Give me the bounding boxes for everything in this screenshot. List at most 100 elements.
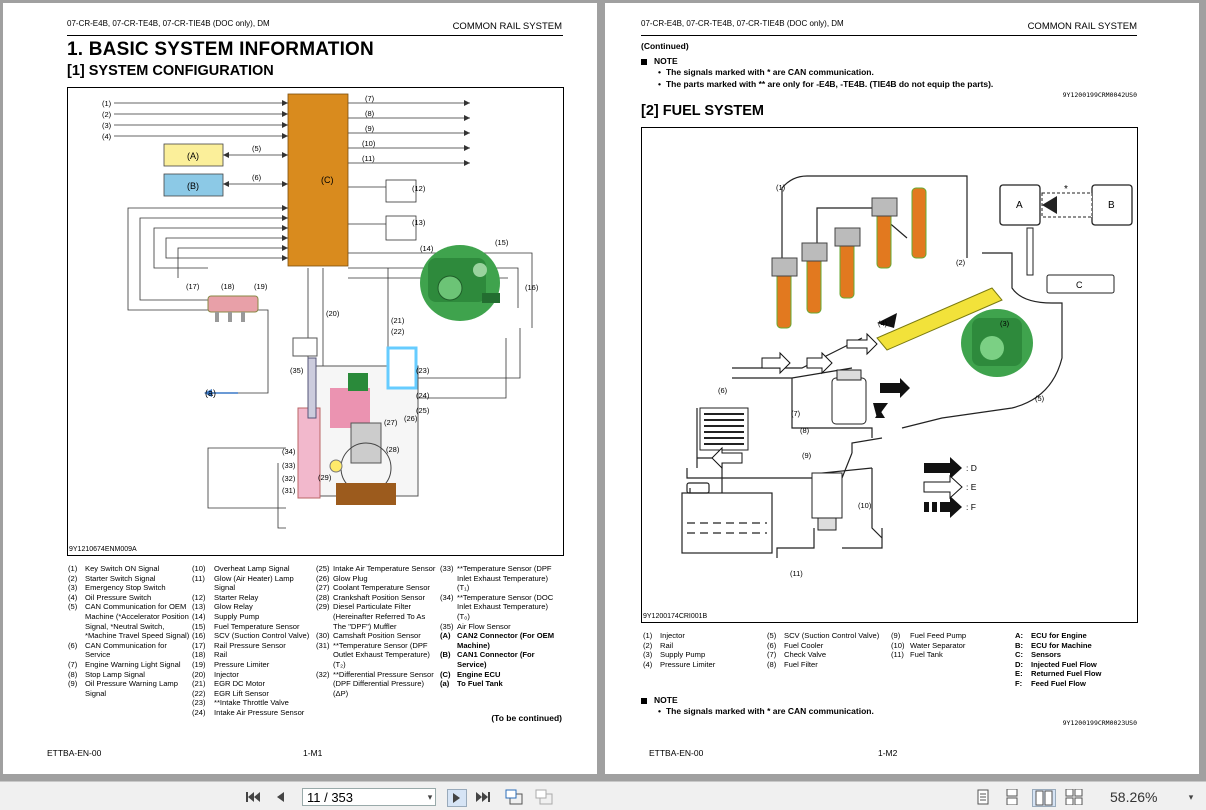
label-6: (6) xyxy=(718,386,728,395)
next-page-icon[interactable] xyxy=(447,789,467,807)
label-3: (3) xyxy=(1000,319,1010,328)
header-title: COMMON RAIL SYSTEM xyxy=(452,21,562,32)
fuel-system-diagram: A B C * (1) (2) (3) (4) (5) (6) (7) (8) … xyxy=(641,127,1138,623)
supply-pump-picture xyxy=(961,309,1033,377)
prev-page-icon[interactable] xyxy=(273,789,287,805)
label-15: (15) xyxy=(495,238,509,247)
first-page-icon[interactable] xyxy=(244,789,262,805)
label-17: (17) xyxy=(186,282,200,291)
label-c: (C) xyxy=(321,175,334,185)
label-10: (10) xyxy=(858,501,872,510)
flow-f-label: : F xyxy=(966,502,976,512)
note-square-icon xyxy=(641,58,647,65)
rail-picture xyxy=(207,295,259,322)
header-models: 07-CR-E4B, 07-CR-TE4B, 07-CR-TIE4B (DOC … xyxy=(67,19,270,28)
fuel-cooler-picture xyxy=(699,407,749,451)
label-2: (2) xyxy=(956,258,966,267)
label-23: (23) xyxy=(416,366,430,375)
right-page: 07-CR-E4B, 07-CR-TE4B, 07-CR-TIE4B (DOC … xyxy=(605,3,1199,774)
zoom-dropdown-icon[interactable]: ▾ xyxy=(1188,791,1194,802)
label-7: (7) xyxy=(791,409,801,418)
label-12: (12) xyxy=(412,184,426,193)
left-page: 07-CR-E4B, 07-CR-TE4B, 07-CR-TIE4B (DOC … xyxy=(3,3,597,774)
fuel-diagram-svg: A B C * (1) (2) (3) (4) (5) (6) (7) (8) … xyxy=(681,175,1133,578)
footer-page-number: 1-M2 xyxy=(878,748,898,758)
note-heading-2: NOTE xyxy=(641,695,678,705)
footer-code: ETTBA-EN-00 xyxy=(649,748,704,758)
label-b: B xyxy=(1108,200,1115,211)
label-2: (2) xyxy=(102,110,112,119)
page-dropdown-icon[interactable]: ▾ xyxy=(427,791,433,802)
zoom-level[interactable]: 58.26% xyxy=(1110,789,1158,805)
label-21: (21) xyxy=(391,316,405,325)
label-24: (24) xyxy=(416,391,430,400)
label-4: (4) xyxy=(102,132,112,141)
section-title: [1] SYSTEM CONFIGURATION xyxy=(67,63,274,79)
page-number-input[interactable]: 11 / 353 xyxy=(302,788,436,806)
fuel-filter-picture xyxy=(831,369,867,425)
ecu-blocks xyxy=(999,184,1133,294)
water-separator-picture xyxy=(811,472,843,531)
go-forward-icon[interactable] xyxy=(533,789,555,805)
reference-code-1: 9Y1200199CRM0042US0 xyxy=(1062,91,1137,99)
flow-legend xyxy=(923,457,963,518)
legend-column-2: (10)Overheat Lamp Signal (11)Glow (Air H… xyxy=(192,564,310,717)
label-star: * xyxy=(1064,184,1068,195)
label-8: (8) xyxy=(800,426,810,435)
single-page-icon[interactable] xyxy=(974,789,992,805)
label-10: (10) xyxy=(362,139,376,148)
section-title: [2] FUEL SYSTEM xyxy=(641,103,764,119)
two-page-icon[interactable] xyxy=(1032,789,1056,807)
last-page-icon[interactable] xyxy=(474,789,492,805)
label-18: (18) xyxy=(221,282,235,291)
note-item-3: The signals marked with * are CAN commun… xyxy=(658,706,874,716)
figure-id: 9Y1200174CRI001B xyxy=(643,613,708,620)
system-configuration-diagram: (C) (A) (B) (1) (2) (3) (4) (5) (6) (7) … xyxy=(67,87,564,556)
continuous-icon[interactable] xyxy=(1003,789,1021,805)
engine-section-picture xyxy=(292,337,419,505)
legend-column-1: (1)Injector (2)Rail (3)Supply Pump (4)Pr… xyxy=(643,631,716,669)
label-27: (27) xyxy=(384,418,398,427)
legend-column-4: A:ECU for Engine B:ECU for Machine C:Sen… xyxy=(1015,631,1102,688)
can2-connector-box xyxy=(163,143,224,167)
viewer-toolbar: 11 / 353 ▾ 58.26% ▾ xyxy=(0,781,1206,810)
label-b: (B) xyxy=(187,181,199,191)
label-11: (11) xyxy=(362,154,375,163)
go-back-icon[interactable] xyxy=(503,789,525,805)
legend-column-3: (9)Fuel Feed Pump (10)Water Separator (1… xyxy=(891,631,967,660)
label-14: (14) xyxy=(420,244,434,253)
legend-column-1: (1)Key Switch ON Signal (2)Starter Switc… xyxy=(68,564,190,698)
label-9: (9) xyxy=(365,124,375,133)
label-11: (11) xyxy=(790,569,803,578)
scroll-icon[interactable] xyxy=(1063,789,1085,805)
note-item-2: The parts marked with ** are only for -E… xyxy=(658,79,993,89)
header-models: 07-CR-E4B, 07-CR-TE4B, 07-CR-TIE4B (DOC … xyxy=(641,19,844,28)
engine-ecu-box xyxy=(287,93,349,267)
label-22: (22) xyxy=(391,327,405,336)
label-20: (20) xyxy=(326,309,340,318)
label-1: (1) xyxy=(776,183,786,192)
label-19: (19) xyxy=(254,282,268,291)
note-square-icon xyxy=(641,697,647,704)
label-7: (7) xyxy=(365,94,375,103)
header-rule xyxy=(67,35,563,36)
label-3: (3) xyxy=(102,121,112,130)
rail-picture xyxy=(876,287,1003,351)
label-8: (8) xyxy=(365,109,375,118)
continued-label: (Continued) xyxy=(641,41,689,51)
supply-pump-picture xyxy=(420,245,500,321)
label-13: (13) xyxy=(412,218,426,227)
legend-column-2: (5)SCV (Suction Control Valve) (6)Fuel C… xyxy=(767,631,880,669)
to-be-continued: (To be continued) xyxy=(491,713,562,723)
footer-code: ETTBA-EN-00 xyxy=(47,748,102,758)
label-c: C xyxy=(1076,280,1083,290)
label-26: (26) xyxy=(404,414,418,423)
figure-id: 9Y1210674ENM009A xyxy=(69,546,137,553)
legend-column-3: (25)Intake Air Temperature Sensor (26)Gl… xyxy=(316,564,436,698)
label-1: (1) xyxy=(102,99,112,108)
legend-column-4: (33)**Temperature Sensor (DPF Inlet Exha… xyxy=(440,564,555,689)
flow-e-label: : E xyxy=(966,482,977,492)
flow-d-label: : D xyxy=(966,463,977,473)
label-29: (29) xyxy=(318,473,332,482)
label-34: (34) xyxy=(282,447,296,456)
